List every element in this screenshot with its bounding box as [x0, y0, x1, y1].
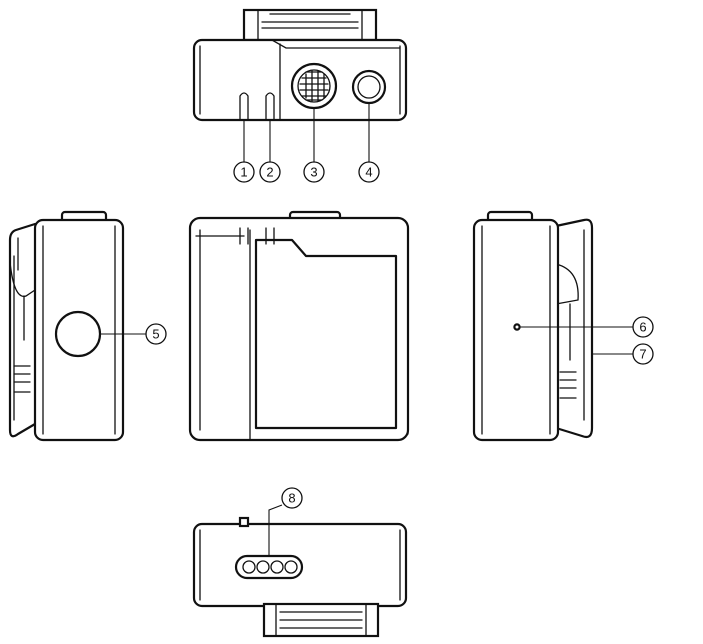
callout-1: 1 [233, 161, 255, 183]
callout-7: 7 [632, 343, 654, 365]
callout-7-label: 7 [639, 347, 646, 362]
top-view [192, 8, 408, 122]
callout-5: 5 [145, 323, 167, 345]
callout-5-label: 5 [152, 327, 159, 342]
callout-2-label: 2 [266, 165, 273, 180]
callout-6: 6 [632, 316, 654, 338]
callout-2: 2 [259, 161, 281, 183]
right-side-view [472, 210, 594, 442]
callout-3: 3 [303, 161, 325, 183]
left-side-view [8, 210, 125, 442]
callout-6-label: 6 [639, 320, 646, 335]
callout-8-label: 8 [288, 491, 295, 506]
front-view [188, 210, 410, 442]
callout-1-label: 1 [240, 165, 247, 180]
callout-4: 4 [358, 161, 380, 183]
bottom-view [192, 516, 408, 638]
callout-4-label: 4 [365, 165, 372, 180]
callout-8: 8 [281, 487, 303, 509]
leader-lines [100, 103, 633, 556]
callout-3-label: 3 [310, 165, 317, 180]
